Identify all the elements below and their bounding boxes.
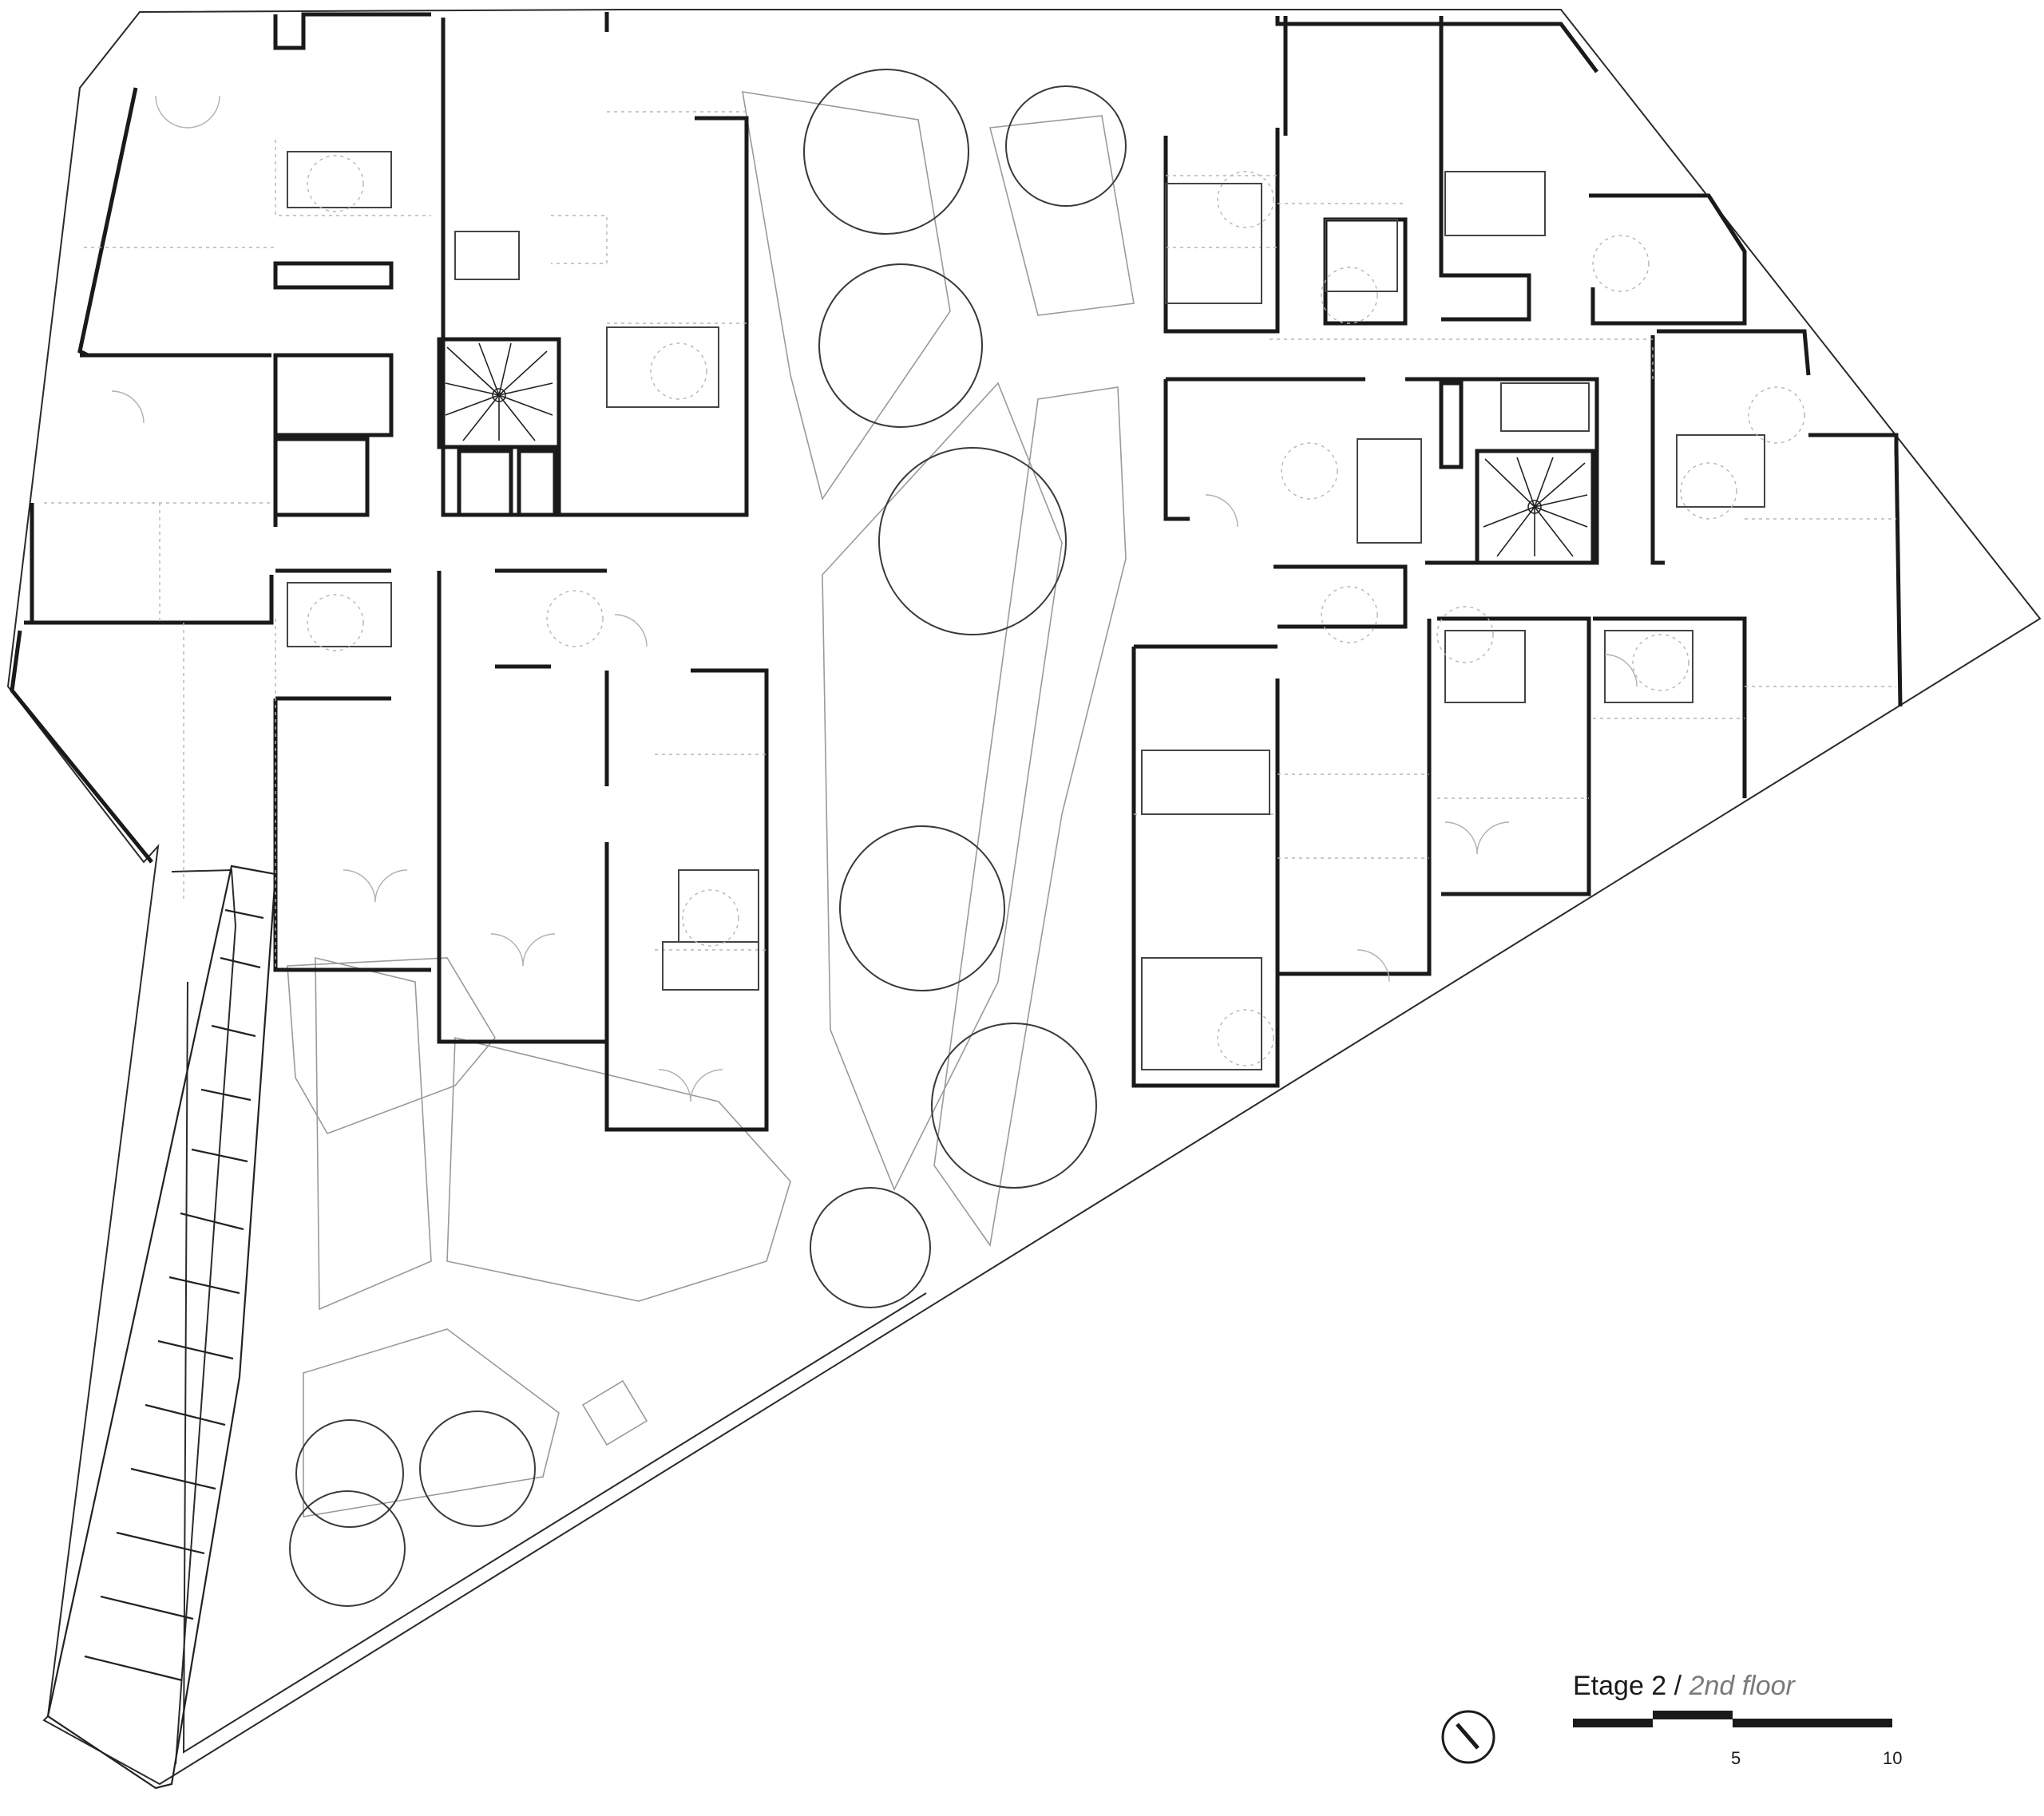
turning-circles xyxy=(307,155,1805,1066)
drawing-title: Etage 2 / 2nd floor xyxy=(1573,1671,1795,1702)
scale-label-5: 5 xyxy=(1731,1748,1741,1768)
title-sub: 2nd floor xyxy=(1689,1671,1795,1701)
stair-west xyxy=(437,337,561,449)
title-separator: / xyxy=(1666,1671,1689,1701)
trees xyxy=(289,69,1127,1607)
door-swings xyxy=(111,95,1638,1102)
stair-east xyxy=(1475,449,1595,565)
landscape xyxy=(287,91,1135,1517)
fixtures xyxy=(287,151,1765,1070)
north-arrow-icon xyxy=(1441,1710,1495,1764)
title-main: Etage 2 xyxy=(1573,1671,1667,1701)
building-west xyxy=(10,12,769,1132)
scale-label-10: 10 xyxy=(1883,1748,1903,1768)
ramp-strip xyxy=(46,864,277,1790)
scale-bar xyxy=(1573,1711,1892,1727)
building-east xyxy=(1131,16,1903,1088)
site-outline xyxy=(6,9,2042,1786)
